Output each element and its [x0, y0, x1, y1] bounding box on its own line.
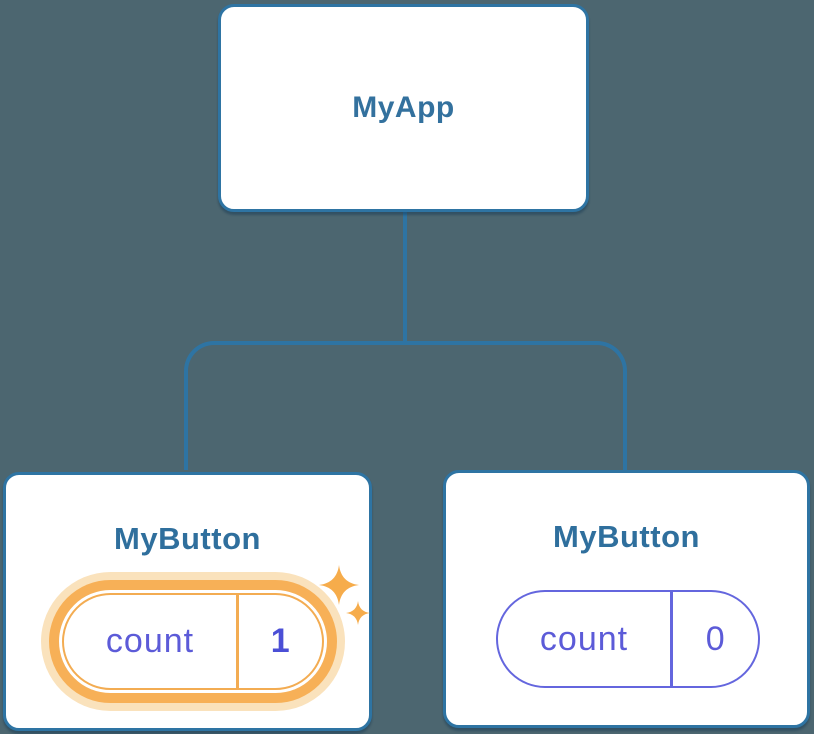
count-pill-highlighted: count 1	[62, 593, 324, 690]
app-node: MyApp	[218, 4, 589, 212]
app-node-label: MyApp	[352, 91, 455, 124]
sparkle-icon-small	[346, 601, 370, 625]
sparkle-icon-large	[319, 565, 359, 605]
tree-connector-stem	[403, 210, 407, 345]
pill-divider	[236, 595, 239, 688]
count-pill: count 0	[496, 590, 760, 688]
pill-value: 1	[270, 622, 290, 660]
button-node-right: MyButton count 0	[443, 470, 810, 728]
pill-field-label: count	[539, 619, 629, 658]
pill-value: 0	[705, 619, 725, 658]
tree-connector-bracket	[184, 341, 627, 470]
button-node-left: MyButton count 1	[3, 472, 372, 731]
pill-divider	[670, 592, 673, 686]
button-node-left-label: MyButton	[114, 521, 261, 556]
button-node-right-label: MyButton	[553, 519, 700, 554]
pill-field-label: count	[105, 622, 195, 660]
